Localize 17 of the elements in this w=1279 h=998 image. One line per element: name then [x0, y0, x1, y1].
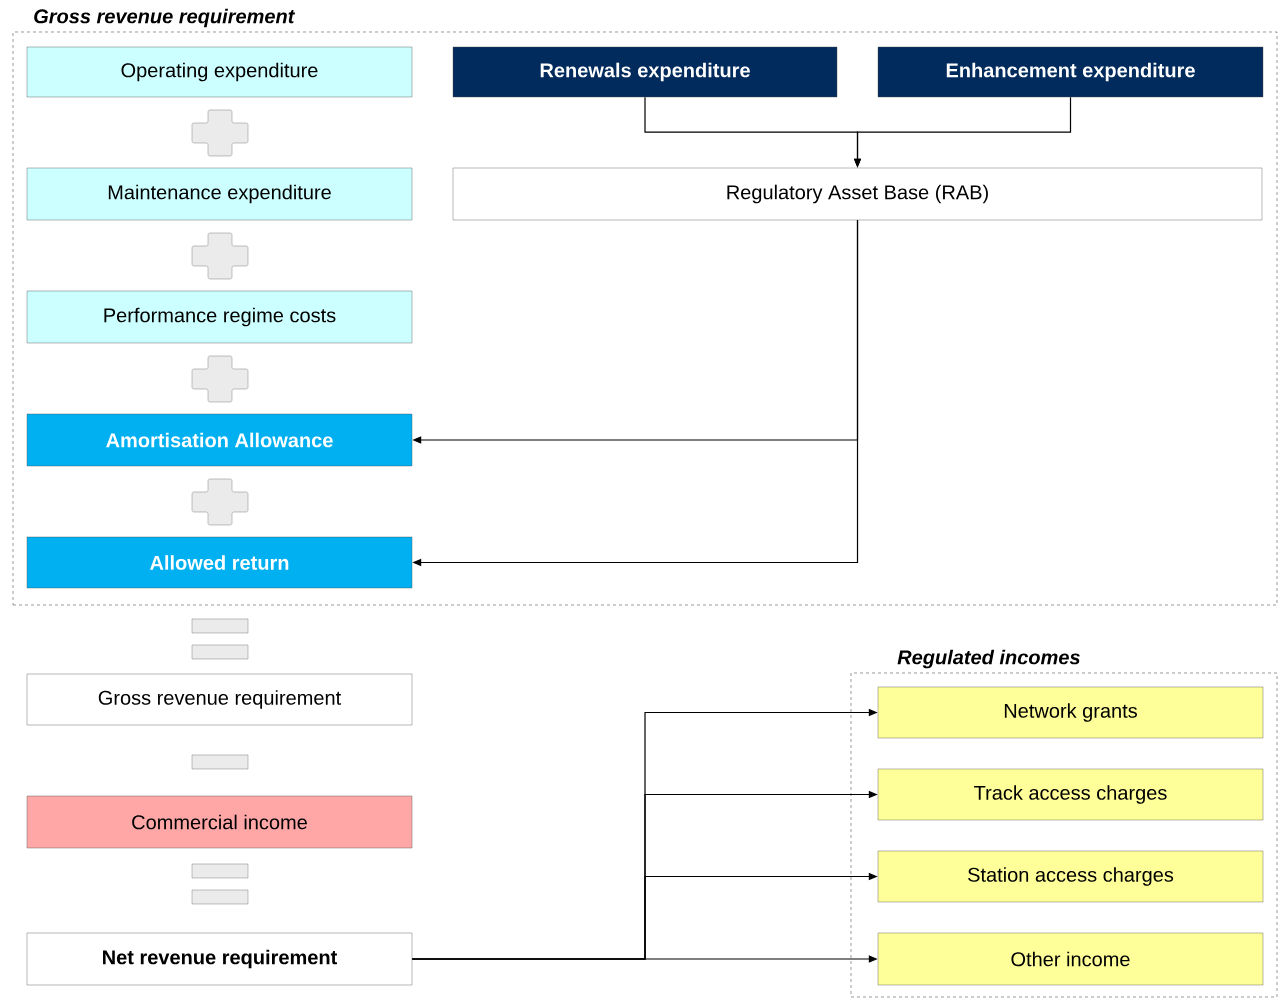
process-box: Renewals expenditure	[452, 46, 838, 98]
process-box: Operating expenditure	[26, 46, 413, 98]
process-box: Network grants	[877, 686, 1264, 739]
process-box: Net revenue requirement	[26, 932, 413, 986]
process-box: Maintenance expenditure	[26, 167, 413, 221]
process-box: Commercial income	[26, 795, 413, 849]
process-box: Performance regime costs	[26, 290, 413, 344]
process-box: Enhancement expenditure	[877, 46, 1264, 98]
process-box: Track access charges	[877, 768, 1264, 821]
group-heading: Gross revenue requirement	[34, 8, 296, 28]
process-box: Gross revenue requirement	[26, 673, 413, 726]
process-box: Allowed return	[26, 536, 413, 589]
process-box: Other income	[877, 932, 1264, 986]
process-box: Amortisation Allowance	[26, 413, 413, 467]
process-box: Station access charges	[877, 850, 1264, 903]
process-box: Regulatory Asset Base (RAB)	[452, 167, 1263, 221]
group-heading: Regulated incomes	[897, 649, 1080, 669]
